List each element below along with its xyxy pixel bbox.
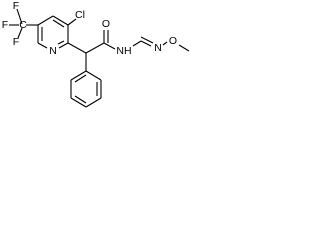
atom-oxime-o: O [169,35,177,47]
chemical-structure: F F F C Cl N O NH N O [2,0,190,108]
atom-carbonyl-o: O [102,18,110,30]
atom-cf3-carbon: C [19,19,27,31]
ring-bond-4-inner [57,40,65,45]
bond-c-f-bottom [17,27,23,39]
phenyl-bond-4 [70,97,87,108]
bond-nh-ch [132,40,142,47]
phenyl-bond-1 [85,70,102,81]
pyridine-ring [37,15,69,49]
atom-f-top: F [13,0,19,12]
bond-alpha-carbonyl [85,42,105,54]
bond-ch-n-1 [140,40,152,47]
atom-amide-nh: NH [116,45,131,57]
atom-oxime-n: N [154,42,162,54]
cf3-bonds [9,8,38,39]
phenyl-bond-6 [70,70,87,81]
bond-ring-alpha [67,42,87,54]
phenyl-ring [70,70,102,108]
phenyl-bond-6-inner [74,74,87,83]
atom-chlorine: Cl [75,9,85,21]
bond-c-f-top [16,8,23,25]
ring-bond-4 [58,42,69,49]
bond-carbonyl-nh [103,42,116,50]
bond-ring-cl [67,18,77,26]
atom-f-bottom: F [13,36,19,48]
bond-n-o [162,41,168,46]
atom-f-left: F [2,19,8,31]
bond-o-methyl [178,44,190,52]
phenyl-bond-4-inner [74,95,87,104]
ring-bond-2 [52,15,69,26]
ring-bond-1 [37,15,54,26]
bond-ch-n-2 [140,36,154,44]
ring-bond-2-inner [52,19,65,28]
atom-pyridine-n: N [49,45,57,57]
ring-bond-5 [37,42,48,49]
phenyl-bond-3 [85,97,102,108]
